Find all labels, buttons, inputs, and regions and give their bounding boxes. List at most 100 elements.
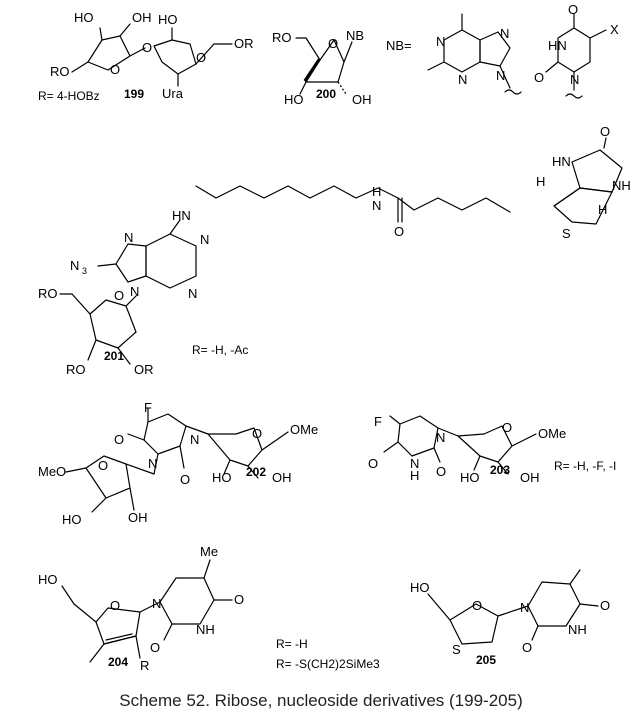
label: HO — [460, 470, 480, 485]
compound-199: HO OH HO OR RO O O O Ura R= 4-HOBz 199 — [38, 10, 254, 103]
label: HN — [172, 208, 191, 223]
label: O — [98, 458, 108, 473]
label: N — [520, 600, 529, 615]
label: O — [522, 640, 532, 655]
label: N — [70, 258, 79, 273]
r-definition: R= 4-HOBz — [38, 89, 100, 103]
label: O — [436, 464, 446, 479]
label: NB — [346, 28, 364, 43]
compound-number: 201 — [104, 349, 124, 363]
label: NH — [568, 622, 587, 637]
label: H — [410, 468, 419, 483]
label: N — [188, 286, 197, 301]
label: O — [328, 36, 338, 51]
r-definition: R= -S(CH2)2SiMe3 — [276, 657, 380, 671]
label: N — [570, 72, 579, 87]
label: OH — [272, 470, 292, 485]
label: O — [114, 288, 124, 303]
label: O — [534, 70, 544, 85]
label: N — [458, 72, 467, 87]
label: O — [600, 598, 610, 613]
compound-204: Me HO O N O NH O R 204 R= -H R= -S(CH2)2… — [38, 544, 380, 673]
compound-200: RO O NB HO OH 200 — [272, 28, 372, 107]
label: Me — [200, 544, 218, 559]
label: O — [394, 224, 404, 239]
label: OMe — [290, 422, 318, 437]
label: HN — [552, 154, 571, 169]
label: S — [562, 226, 571, 241]
label: RO — [50, 64, 70, 79]
label: O — [150, 640, 160, 655]
label: O — [110, 598, 120, 613]
compound-number: 204 — [108, 655, 128, 669]
label: HO — [158, 12, 178, 27]
label: N — [410, 456, 419, 471]
label: OH — [132, 10, 152, 25]
compound-202: F O N N O O OMe MeO O HO OH HO OH 202 — [38, 400, 318, 527]
label: H — [536, 174, 545, 189]
label: HO — [212, 470, 232, 485]
label: O — [110, 62, 120, 77]
label: N — [124, 230, 133, 245]
compound-number: 202 — [246, 465, 266, 479]
nb-definition: NB= N N N N HN N O O X — [386, 2, 619, 99]
label: N — [148, 456, 157, 471]
label: OH — [128, 510, 148, 525]
label: N — [130, 284, 139, 299]
label: O — [114, 432, 124, 447]
label: O — [568, 2, 578, 17]
compound-number: 199 — [124, 87, 144, 101]
label: Ura — [162, 86, 184, 101]
label: N — [496, 68, 505, 83]
label: N — [372, 198, 381, 213]
compound-205: HO O N O NH O S 205 — [410, 569, 610, 667]
compound-203: F N O N H O O OMe HO OH 203 R= -H, -F, -… — [368, 414, 616, 485]
label: HO — [38, 572, 58, 587]
label: HO — [62, 512, 82, 527]
label: MeO — [38, 464, 66, 479]
label: RO — [66, 362, 86, 377]
compound-201: HN O NH H H S N H O HN N N N N N 3 RO O … — [38, 124, 631, 377]
label: N — [436, 430, 445, 445]
scheme-caption: Scheme 52. Ribose, nucleoside derivative… — [119, 691, 523, 710]
label: O — [180, 472, 190, 487]
label: O — [600, 124, 610, 139]
label: H — [372, 184, 381, 199]
label: X — [610, 22, 619, 37]
compound-number: 200 — [316, 87, 336, 101]
label: 3 — [82, 266, 87, 276]
label: HN — [548, 38, 567, 53]
label: R — [140, 658, 149, 673]
label: N — [200, 232, 209, 247]
label: OR — [134, 362, 154, 377]
label: OH — [520, 470, 540, 485]
label: N — [152, 596, 161, 611]
label: O — [368, 456, 378, 471]
label: S — [452, 642, 461, 657]
label: H — [598, 202, 607, 217]
label: O — [142, 40, 152, 55]
compound-number: 203 — [490, 463, 510, 477]
label: NH — [196, 622, 215, 637]
label: O — [502, 420, 512, 435]
label: O — [252, 426, 262, 441]
label: F — [144, 400, 152, 415]
label: HO — [284, 92, 304, 107]
label: HO — [74, 10, 94, 25]
label: RO — [272, 30, 292, 45]
label: O — [472, 598, 482, 613]
label: NH — [612, 178, 631, 193]
label: OH — [352, 92, 372, 107]
r-definition: R= -H, -F, -I — [554, 459, 616, 473]
label: N — [190, 432, 199, 447]
compound-number: 205 — [476, 653, 496, 667]
label: OMe — [538, 426, 566, 441]
r-definition: R= -H, -Ac — [192, 343, 248, 357]
label: OR — [234, 36, 254, 51]
label: O — [234, 592, 244, 607]
label: NB= — [386, 38, 412, 53]
label: N — [436, 34, 445, 49]
label: O — [196, 50, 206, 65]
label: HO — [410, 580, 430, 595]
